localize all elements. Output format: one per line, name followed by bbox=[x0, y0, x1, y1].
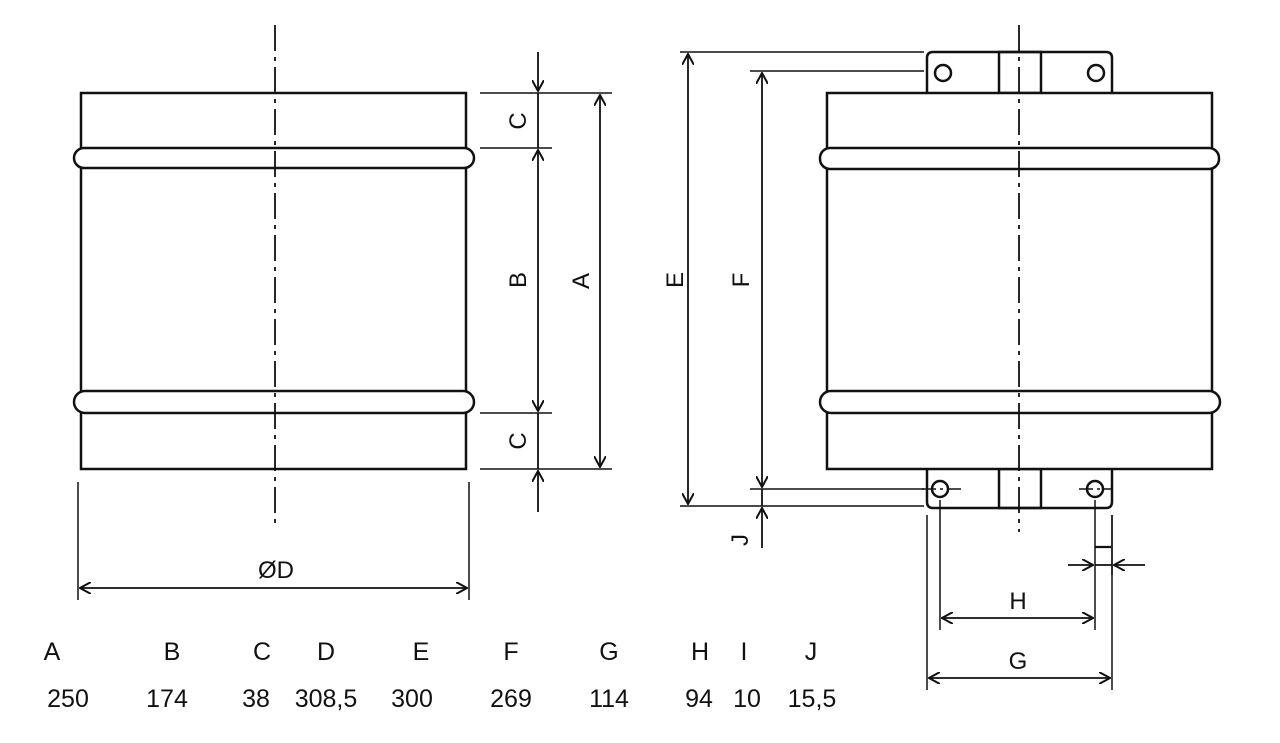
table-value: 10 bbox=[733, 685, 761, 713]
bottom-bead-left bbox=[72, 389, 476, 415]
label-b: B bbox=[505, 272, 532, 288]
label-g: G bbox=[1009, 648, 1028, 675]
label-c-bottom: C bbox=[505, 432, 532, 449]
table-value: 174 bbox=[146, 685, 188, 713]
table-value: 250 bbox=[47, 685, 89, 713]
table-header: G bbox=[599, 638, 618, 666]
table-value: 38 bbox=[242, 685, 270, 713]
table-header: A bbox=[44, 638, 61, 666]
top-bead-left bbox=[72, 146, 476, 170]
table-header: C bbox=[253, 638, 271, 666]
table-value: 269 bbox=[490, 685, 532, 713]
table-value: 15,5 bbox=[788, 685, 837, 713]
table-header: H bbox=[691, 638, 709, 666]
table-value: 300 bbox=[391, 685, 433, 713]
table-value: 308,5 bbox=[295, 685, 358, 713]
bolt-hole-icon bbox=[1086, 63, 1106, 83]
table-value: 94 bbox=[685, 685, 713, 713]
label-j: J bbox=[727, 534, 754, 546]
label-h: H bbox=[1009, 588, 1026, 615]
right-view bbox=[680, 25, 1222, 690]
table-header: E bbox=[413, 638, 430, 666]
table-header: F bbox=[503, 638, 518, 666]
table-header: J bbox=[805, 638, 818, 666]
table-value: 114 bbox=[589, 685, 629, 713]
duct-body-left bbox=[79, 91, 468, 471]
table-header: I bbox=[741, 638, 748, 666]
table-header: D bbox=[317, 638, 335, 666]
left-view bbox=[72, 25, 612, 600]
label-f: F bbox=[728, 273, 755, 288]
bolt-hole-icon bbox=[933, 63, 953, 83]
label-d: ØD bbox=[258, 557, 294, 584]
label-e: E bbox=[662, 272, 689, 288]
table-header: B bbox=[164, 638, 181, 666]
bottom-bead-right bbox=[818, 389, 1222, 415]
label-c-top: C bbox=[505, 112, 532, 129]
label-i: I bbox=[1090, 544, 1117, 551]
dimension-table: A B C D E F G H I J 250 174 38 308,5 300… bbox=[44, 638, 837, 713]
label-a: A bbox=[568, 273, 595, 289]
